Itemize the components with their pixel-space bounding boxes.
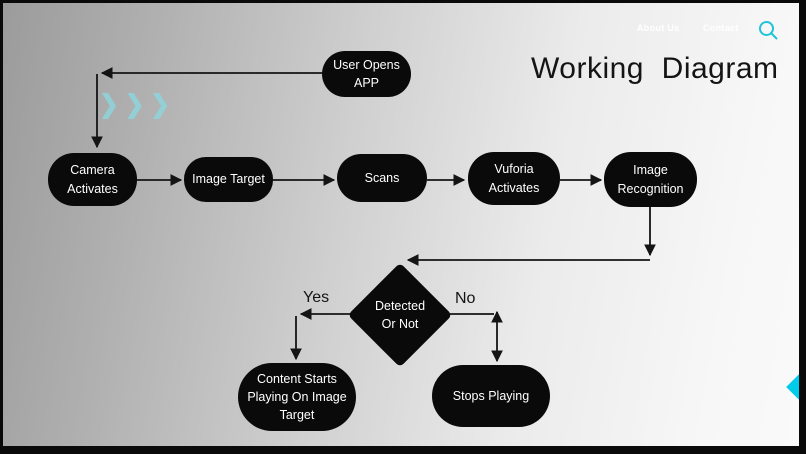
node-user-opens-app: User Opens APP — [322, 51, 411, 97]
frame-border-top — [0, 0, 806, 3]
node-camera-activates: Camera Activates — [48, 153, 137, 206]
node-scans: Scans — [337, 154, 427, 202]
search-button[interactable] — [757, 19, 779, 41]
decision-label: Detected Or Not — [374, 298, 426, 331]
search-icon — [759, 21, 778, 40]
node-stops-playing: Stops Playing — [432, 365, 550, 427]
node-image-target: Image Target — [184, 157, 273, 202]
node-image-recognition: Image Recognition — [604, 152, 697, 207]
node-content-starts-playing: Content Starts Playing On Image Target — [238, 363, 356, 431]
branch-label-no: No — [455, 290, 476, 307]
nav-item-about-us[interactable]: About Us — [637, 23, 680, 33]
chevron-right-icon: ❯ — [124, 90, 145, 119]
chevron-right-icon: ❯ — [99, 90, 120, 119]
nav-item-contact[interactable]: Contact — [703, 23, 739, 33]
chevron-right-icon: ❯ — [150, 90, 171, 119]
chevron-decoration: ❯ ❯ ❯ — [99, 90, 171, 119]
frame-border-bottom — [0, 446, 806, 454]
node-vuforia-activates: Vuforia Activates — [468, 152, 560, 205]
branch-label-yes: Yes — [303, 289, 330, 306]
frame-border-left — [0, 0, 3, 454]
node-detected-or-not: Detected Or Not — [347, 262, 453, 368]
page-title: Working Diagram — [531, 52, 779, 85]
frame-border-right — [799, 0, 806, 454]
